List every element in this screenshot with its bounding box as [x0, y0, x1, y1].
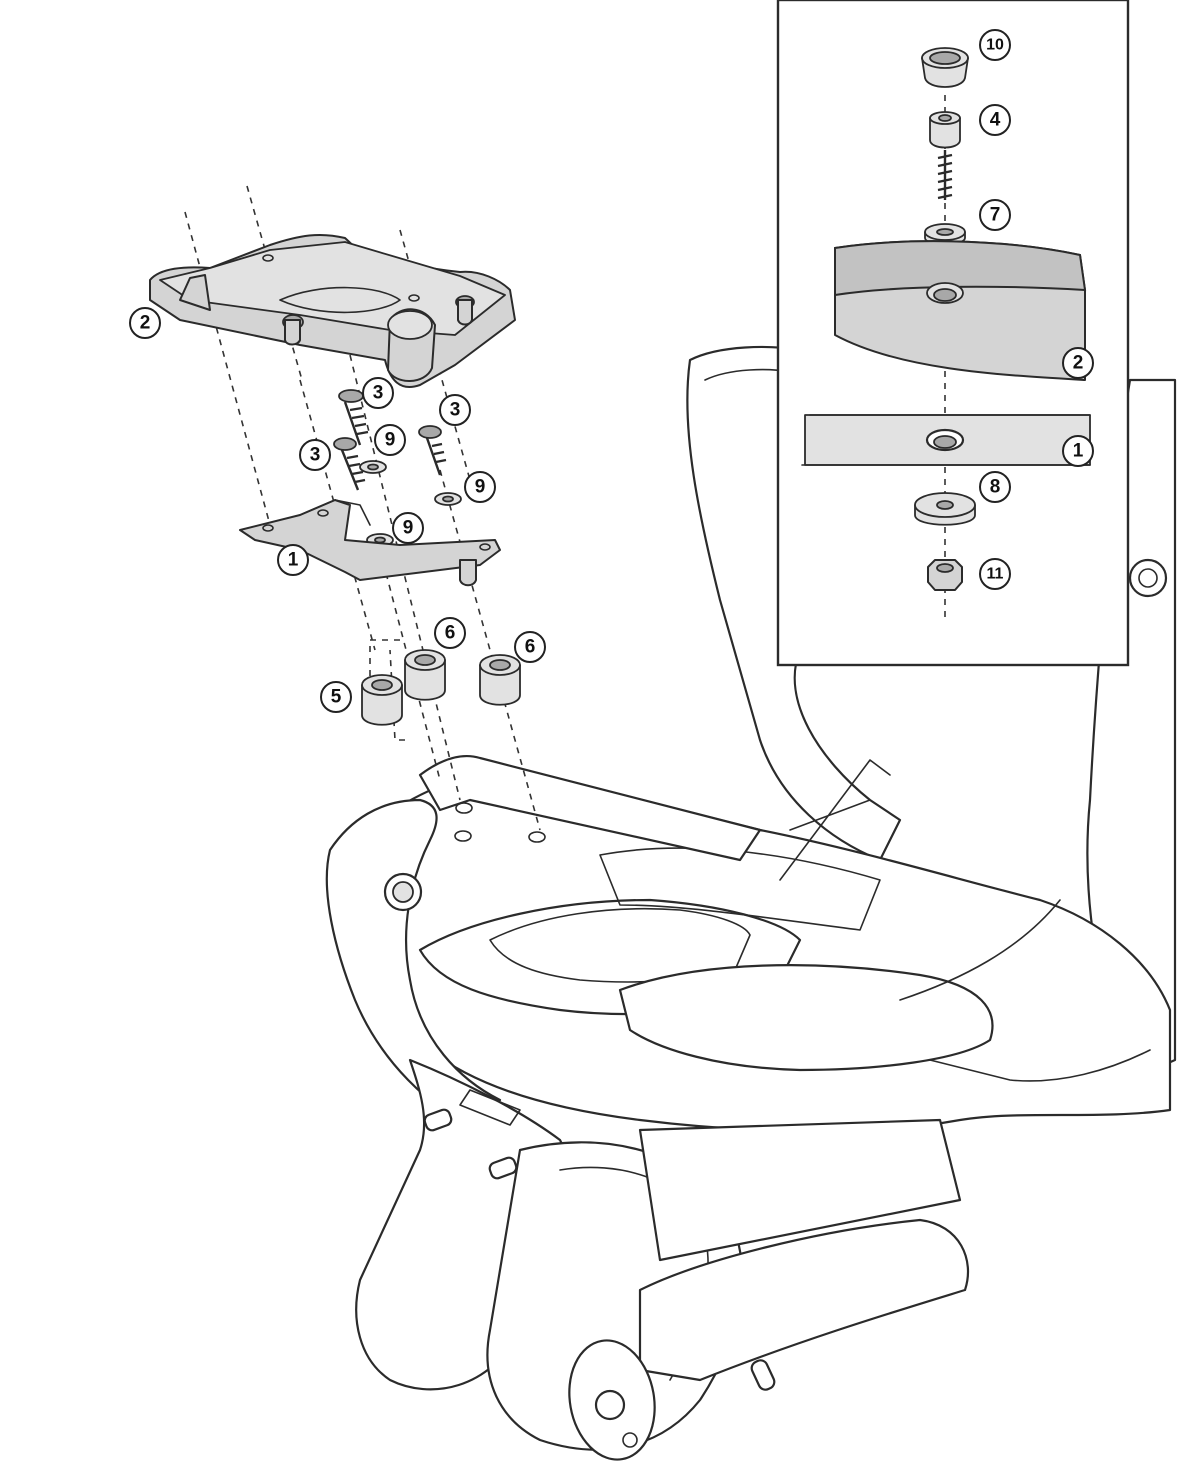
callout-9-c: 9: [392, 512, 424, 544]
part-3-screws: [333, 389, 447, 491]
callout-10-inset: 10: [979, 29, 1011, 61]
callout-6-b-label: 6: [525, 637, 536, 658]
callout-4-inset-label: 4: [990, 110, 1001, 131]
callout-3-b-label: 3: [310, 445, 321, 466]
callout-3-c: 3: [439, 394, 471, 426]
part-1-bottom-plate: [239, 499, 501, 587]
callout-6-a-label: 6: [445, 623, 456, 644]
callout-3-c-label: 3: [450, 400, 461, 421]
callout-2-inset: 2: [1062, 347, 1094, 379]
callout-3-b: 3: [299, 439, 331, 471]
callout-1-inset: 1: [1062, 435, 1094, 467]
callout-1-inset-label: 1: [1073, 441, 1084, 462]
callout-3-a-label: 3: [373, 383, 384, 404]
detail-inset: [776, 0, 1130, 667]
callout-11-inset-label: 11: [987, 566, 1004, 583]
callout-8-inset-label: 8: [990, 477, 1001, 498]
callout-8-inset: 8: [979, 471, 1011, 503]
callout-7-inset: 7: [979, 199, 1011, 231]
part-5-6-spacers: [361, 649, 521, 726]
callout-9-b: 9: [464, 471, 496, 503]
callout-1-main-label: 1: [288, 550, 299, 571]
part-2-top-plate: [149, 233, 516, 388]
callout-5: 5: [320, 681, 352, 713]
callout-2-main: 2: [129, 307, 161, 339]
callout-3-a: 3: [362, 377, 394, 409]
callout-7-inset-label: 7: [990, 205, 1001, 226]
callout-5-label: 5: [331, 687, 342, 708]
callout-2-main-label: 2: [140, 313, 151, 334]
callout-6-b: 6: [514, 631, 546, 663]
callout-6-a: 6: [434, 617, 466, 649]
callout-1-main: 1: [277, 544, 309, 576]
callout-2-inset-label: 2: [1073, 353, 1084, 374]
callout-9-a-label: 9: [385, 430, 396, 451]
callout-4-inset: 4: [979, 104, 1011, 136]
callout-11-inset: 11: [979, 558, 1011, 590]
callout-9-c-label: 9: [403, 518, 414, 539]
callout-10-inset-label: 10: [986, 37, 1004, 54]
callout-9-b-label: 9: [475, 477, 486, 498]
motorcycle-body: [325, 345, 1177, 1461]
callout-9-a: 9: [374, 424, 406, 456]
part-9-washers: [359, 460, 462, 547]
